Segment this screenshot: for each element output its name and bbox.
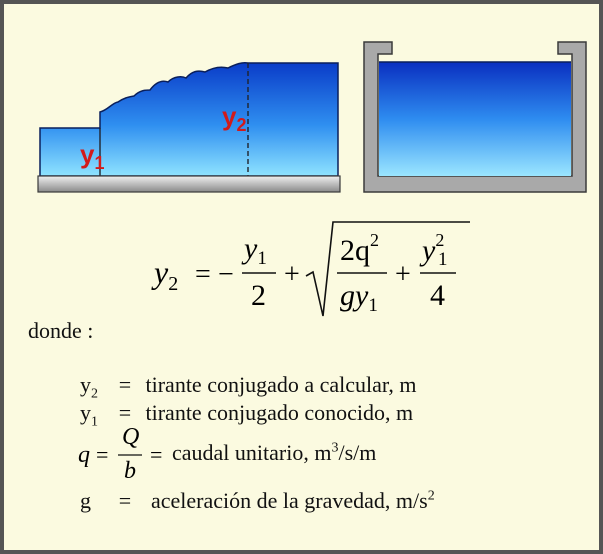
definition-row-y1: y1 = tirante conjugado conocido, m — [80, 400, 413, 430]
formula-plus: + — [284, 259, 300, 290]
water-profile — [39, 62, 339, 177]
q-frac-num: Q — [122, 424, 139, 450]
q-definition-fraction: q = Q b = — [78, 424, 162, 484]
frac1-numerator: y1 — [241, 232, 267, 269]
frac2-denominator: gy1 — [340, 279, 378, 316]
q-frac-den: b — [124, 458, 136, 484]
q-symbol: q — [78, 442, 90, 468]
conjugate-depth-formula: y2 = − y1 2 + 2q2 gy1 + y2 1 4 — [151, 221, 470, 317]
formula-lhs: y2 — [151, 254, 178, 295]
basin-water — [379, 62, 571, 176]
def-symbol: y1 — [80, 400, 98, 430]
q-equals: = — [96, 442, 108, 467]
def-text: tirante conjugado conocido, m — [145, 400, 414, 425]
formula-equals: = — [195, 259, 211, 290]
def-equals: = — [118, 488, 132, 513]
def-equals: = — [118, 400, 132, 425]
hydraulic-jump-channel: y1 y2 — [37, 62, 341, 193]
def-text: tirante conjugado a calcular, m — [145, 372, 417, 397]
def-symbol: g — [80, 488, 91, 513]
definition-row-y2: y2 = tirante conjugado a calcular, m — [80, 372, 416, 402]
frac2-numerator: 2q2 — [340, 230, 379, 267]
basin-walls — [363, 41, 587, 193]
definition-row-g: g = aceleración de la gravedad, m/s2 — [80, 488, 435, 514]
def-text: aceleración de la gravedad, m/s2 — [151, 488, 435, 513]
q-equals-2: = — [150, 442, 162, 467]
definitions-title: donde : — [28, 318, 94, 343]
frac3-denominator: 4 — [430, 279, 445, 312]
sqrt-sign — [305, 221, 470, 317]
label-y2: y2 — [222, 101, 246, 135]
frac1-denominator: 2 — [251, 279, 266, 312]
formula-plus-2: + — [395, 259, 411, 290]
formula-minus: − — [218, 259, 234, 290]
def-symbol: y2 — [80, 372, 98, 402]
stilling-basin — [363, 41, 587, 193]
def-text: caudal unitario, m3/s/m — [172, 440, 377, 465]
label-y1: y1 — [80, 139, 104, 173]
frac3-numerator: y2 — [419, 230, 444, 267]
def-equals: = — [118, 372, 132, 397]
definition-row-q: caudal unitario, m3/s/m — [172, 440, 376, 466]
frac3-numerator-sub: 1 — [438, 249, 448, 270]
channel-floor — [37, 175, 341, 193]
